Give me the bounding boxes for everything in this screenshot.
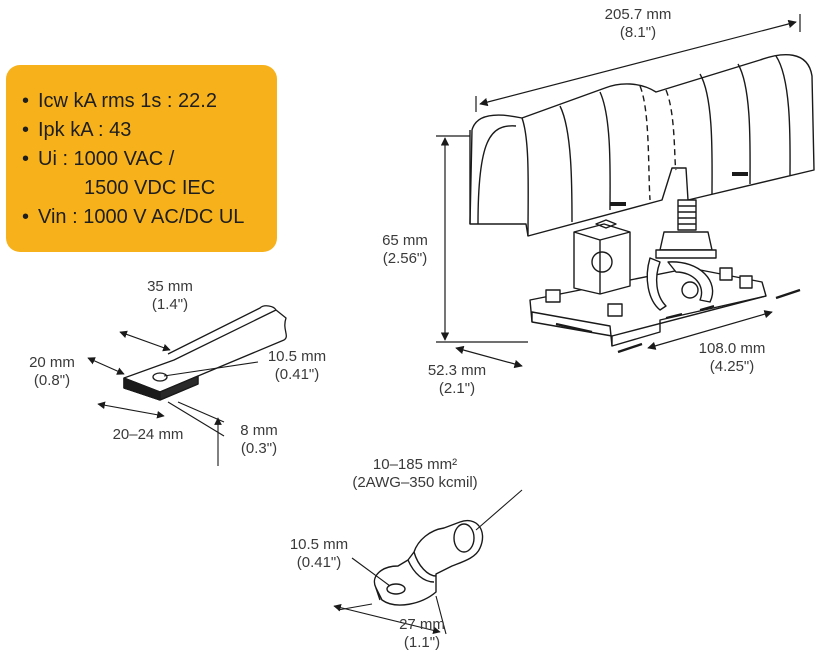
dim-holder-length-line xyxy=(479,19,797,107)
busbar-dimensions xyxy=(87,330,259,466)
holder-base-label: 108.0 mm (4.25") xyxy=(682,340,782,376)
busbar-thick-in: (0.3") xyxy=(240,440,278,457)
spec-ui: Ui : 1000 VAC / 1500 VDC IEC xyxy=(22,145,277,203)
busbar-drawing xyxy=(123,305,287,401)
spec-ui-text-cont: 1500 VDC IEC xyxy=(84,177,216,199)
lug-dimensions xyxy=(333,489,523,635)
lug-cable-label: 10–185 mm² (2AWG–350 kcmil) xyxy=(340,456,490,492)
spec-vin: Vin : 1000 V AC/DC UL xyxy=(22,203,277,232)
cable-lug-drawing xyxy=(373,519,484,606)
holder-height-mm: 65 mm xyxy=(382,232,428,249)
busbar-width-in: (0.8") xyxy=(33,372,71,389)
holder-base-mm: 108.0 mm xyxy=(698,340,766,357)
fuse-holder-drawing xyxy=(469,54,815,347)
holder-height-in: (2.56") xyxy=(382,250,428,267)
lug-hole-label: 10.5 mm (0.41") xyxy=(276,536,362,572)
spec-icw: Icw kA rms 1s : 22.2 xyxy=(22,87,277,116)
holder-depth-label: 52.3 mm (2.1") xyxy=(412,362,502,398)
busbar-length-in: (1.4") xyxy=(151,296,189,313)
spec-ipk-text: Ipk kA : 43 xyxy=(38,119,132,141)
busbar-width-label: 20 mm (0.8") xyxy=(14,354,90,390)
spec-ipk: Ipk kA : 43 xyxy=(22,116,277,145)
dim-holder-base-line xyxy=(647,310,773,350)
busbar-length-mm: 35 mm xyxy=(147,278,193,295)
busbar-length-label: 35 mm (1.4") xyxy=(130,278,210,314)
busbar-hole-label: 10.5 mm (0.41") xyxy=(254,348,340,384)
spec-vin-text: Vin : 1000 V AC/DC UL xyxy=(38,206,245,228)
busbar-range-text: 20–24 mm xyxy=(112,426,184,443)
lug-cable-mm: 10–185 mm² xyxy=(372,456,458,473)
lug-width-mm: 27 mm xyxy=(399,616,445,633)
busbar-width-mm: 20 mm xyxy=(29,354,75,371)
busbar-thickness-label: 8 mm (0.3") xyxy=(226,422,292,458)
holder-base-in: (4.25") xyxy=(709,358,755,375)
holder-height-label: 65 mm (2.56") xyxy=(370,232,440,268)
holder-length-label: 205.7 mm (8.1") xyxy=(588,6,688,42)
dim-holder-depth-line xyxy=(455,345,523,369)
lug-cable-awg: (2AWG–350 kcmil) xyxy=(352,474,478,491)
busbar-hole-mm: 10.5 mm xyxy=(267,348,327,365)
busbar-thick-mm: 8 mm xyxy=(240,422,278,439)
busbar-hole-in: (0.41") xyxy=(274,366,320,383)
lug-width-in: (1.1") xyxy=(403,634,441,651)
holder-length-in: (8.1") xyxy=(619,24,657,41)
holder-depth-in: (2.1") xyxy=(438,380,476,397)
lug-width-label: 27 mm (1.1") xyxy=(384,616,460,652)
lug-hole-in: (0.41") xyxy=(296,554,342,571)
spec-callout-box: Icw kA rms 1s : 22.2 Ipk kA : 43 Ui : 10… xyxy=(6,65,277,252)
holder-dimensions xyxy=(436,14,801,369)
busbar-range-label: 20–24 mm xyxy=(98,426,198,444)
holder-length-mm: 205.7 mm xyxy=(604,6,672,23)
holder-depth-mm: 52.3 mm xyxy=(427,362,487,379)
spec-icw-text: Icw kA rms 1s : 22.2 xyxy=(38,90,217,112)
spec-list: Icw kA rms 1s : 22.2 Ipk kA : 43 Ui : 10… xyxy=(22,87,277,232)
spec-ui-text: Ui : 1000 VAC / xyxy=(38,148,175,170)
lug-hole-mm: 10.5 mm xyxy=(289,536,349,553)
